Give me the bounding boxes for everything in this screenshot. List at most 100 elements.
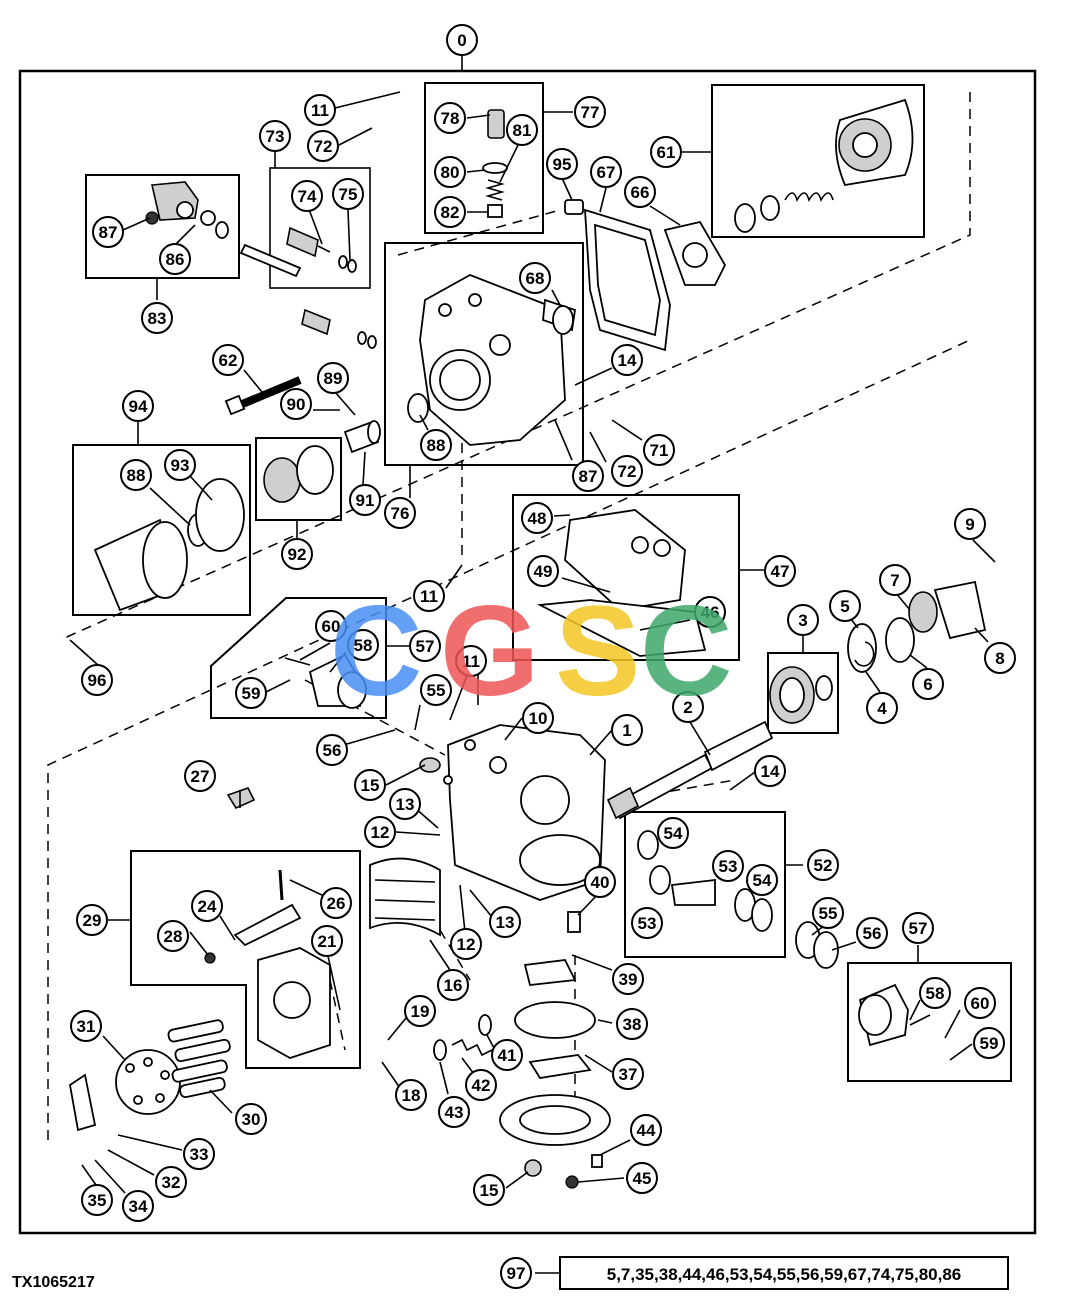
callout-56: 56 [856,917,888,949]
svg-text:37: 37 [619,1065,638,1084]
svg-text:12: 12 [371,823,390,842]
callout-14: 14 [611,344,643,376]
callout-37: 37 [612,1058,644,1090]
svg-text:34: 34 [129,1197,148,1216]
svg-text:55: 55 [819,904,838,923]
svg-text:86: 86 [166,250,185,269]
callout-13: 13 [489,906,521,938]
ring-7 [908,591,938,633]
box-83 [85,174,240,279]
callout-41: 41 [491,1039,523,1071]
callout-48: 48 [521,502,553,534]
callout-47: 47 [764,555,796,587]
svg-text:28: 28 [164,927,183,946]
svg-text:11: 11 [462,652,480,671]
svg-text:57: 57 [909,919,928,938]
part-32-33 [69,1073,97,1132]
ring-56-right [813,931,839,969]
callout-43: 43 [438,1096,470,1128]
callout-28: 28 [157,920,189,952]
snap-ring-4 [854,641,875,667]
bolt-62 [224,376,302,416]
svg-text:18: 18 [402,1086,421,1105]
callout-32: 32 [155,1166,187,1198]
svg-text:55: 55 [427,681,446,700]
callout-4: 4 [866,692,898,724]
callout-54: 54 [746,864,778,896]
control-valve-47 [536,509,707,657]
svg-text:G: G [440,580,540,723]
svg-text:87: 87 [99,223,118,242]
svg-text:83: 83 [148,309,167,328]
bearing-3 [769,666,833,724]
callout-12: 12 [450,928,482,960]
callout-87: 87 [92,216,124,248]
callout-57: 57 [902,912,934,944]
svg-text:87: 87 [579,467,598,486]
svg-text:59: 59 [980,1034,999,1053]
callout-78: 78 [434,102,466,134]
svg-text:57: 57 [416,637,435,656]
callout-67: 67 [590,156,622,188]
svg-text:35: 35 [88,1191,107,1210]
part-27 [226,787,256,810]
svg-text:93: 93 [171,456,190,475]
svg-text:6: 6 [923,675,932,694]
svg-text:54: 54 [753,871,772,890]
svg-text:74: 74 [298,187,317,206]
callout-31: 31 [70,1010,102,1042]
svg-text:81: 81 [513,121,532,140]
callout-61: 61 [650,136,682,168]
svg-text:0: 0 [457,31,466,50]
diagram-border [18,69,1037,1235]
callout-29: 29 [76,904,108,936]
callout-1: 1 [611,714,643,746]
svg-text:3: 3 [798,611,807,630]
seal-92 [263,445,334,503]
svg-text:78: 78 [441,109,460,128]
svg-text:56: 56 [323,741,342,760]
plug-15-top [419,757,441,773]
callout-33: 33 [183,1138,215,1170]
solenoid-57-right [858,983,931,1047]
callout-88: 88 [420,429,452,461]
callout-59: 59 [973,1027,1005,1059]
callout-38: 38 [616,1008,648,1040]
svg-text:32: 32 [162,1173,181,1192]
plate-66 [663,220,727,286]
svg-text:21: 21 [318,932,337,951]
svg-text:61: 61 [657,143,676,162]
svg-text:82: 82 [441,203,460,222]
callout-39: 39 [612,963,644,995]
svg-text:90: 90 [287,395,306,414]
svg-text:59: 59 [242,684,261,703]
svg-text:42: 42 [472,1076,491,1095]
svg-text:15: 15 [480,1181,499,1200]
callout-6: 6 [912,668,944,700]
callout-88: 88 [120,459,152,491]
svg-text:46: 46 [701,603,720,622]
svg-text:14: 14 [761,762,780,781]
callout-57: 57 [409,630,441,662]
svg-text:47: 47 [771,562,790,581]
callout-26: 26 [320,887,352,919]
svg-text:72: 72 [314,137,333,156]
svg-text:8: 8 [995,649,1004,668]
svg-text:53: 53 [719,857,738,876]
callout-59: 59 [235,677,267,709]
solenoid-57-left [284,653,367,709]
svg-text:26: 26 [327,894,346,913]
svg-text:68: 68 [526,269,545,288]
diagram-id: TX1065217 [12,1274,95,1291]
callout-10: 10 [522,702,554,734]
callout-3: 3 [787,604,819,636]
callout-68: 68 [519,262,551,294]
svg-text:33: 33 [190,1145,209,1164]
callout-15: 15 [354,769,386,801]
svg-text:10: 10 [529,709,548,728]
cgsc-watermark: C G S C [330,580,732,723]
cover-94 [93,478,245,612]
svg-text:71: 71 [650,441,669,460]
callout-18: 18 [395,1079,427,1111]
callout-73: 73 [259,120,291,152]
